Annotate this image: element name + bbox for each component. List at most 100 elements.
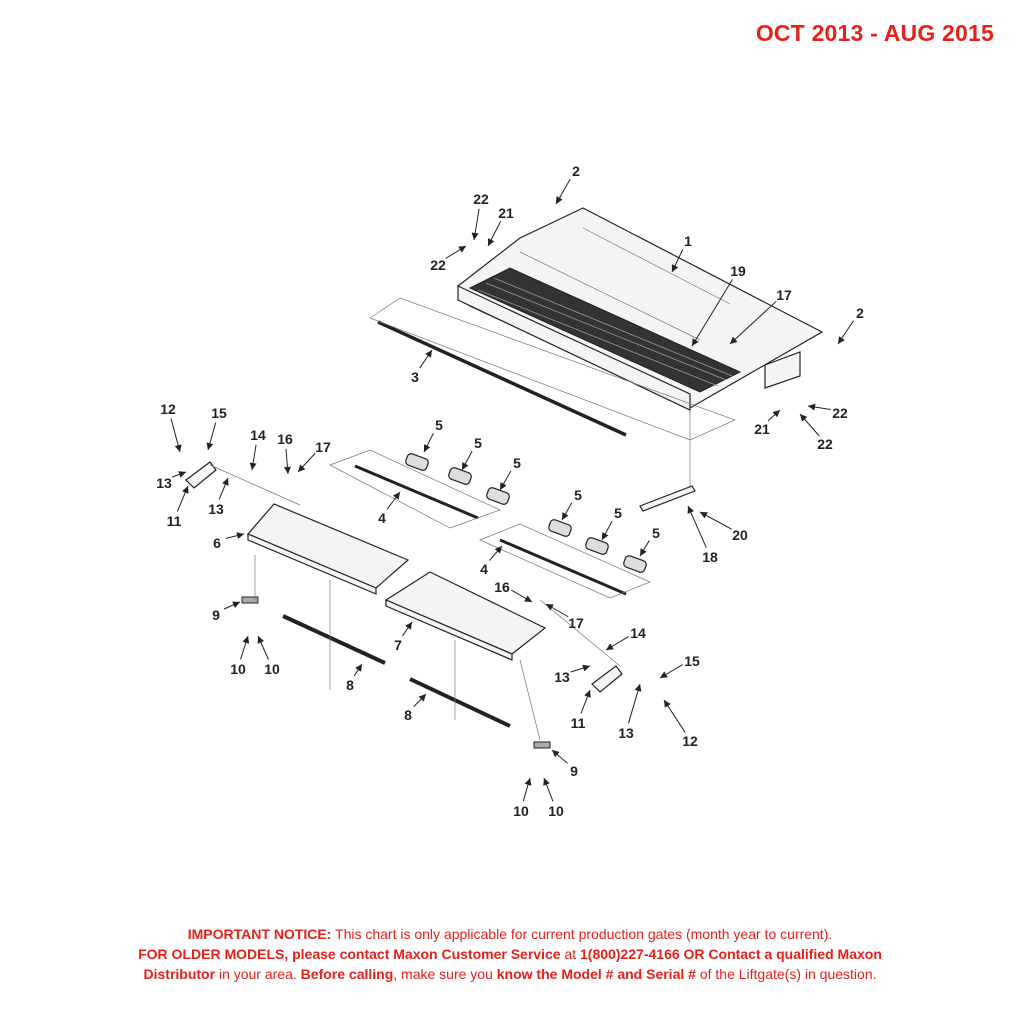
notice-line-3: Distributor in your area. Before calling… [0,964,1020,984]
flipover-left [247,503,410,595]
callout-arrowhead [174,444,182,452]
callout-5: 5 [601,505,622,541]
callout-number: 17 [568,615,584,631]
callout-11: 11 [571,689,591,731]
callout-number: 5 [652,525,660,541]
callout-17: 17 [545,603,584,631]
callout-arrowhead [838,336,845,344]
callout-arrowhead [500,482,507,490]
callout-9: 9 [212,601,241,623]
callout-arrowhead [700,512,708,519]
callout-16: 16 [277,431,293,475]
callout-4: 4 [480,545,503,577]
callout-arrowhead [462,462,469,470]
callout-number: 8 [404,707,412,723]
callout-arrowhead [584,690,591,698]
callout-arrowhead [488,238,495,246]
main-platform [457,207,824,411]
callout-number: 14 [250,427,266,443]
callout-number: 16 [494,579,510,595]
callout-arrowhead [687,506,695,514]
callout-arrowhead [772,410,780,418]
callout-number: 20 [732,527,748,543]
callout-2: 2 [837,305,864,345]
callout-number: 1 [684,233,692,249]
callout-arrowhead [236,532,244,540]
callout-number: 22 [817,436,833,452]
callout-11: 11 [167,485,189,529]
callout-number: 13 [156,475,172,491]
notice-before-calling: Before calling [300,966,394,982]
callout-number: 21 [754,421,770,437]
callout-13: 13 [156,471,187,491]
callout-arrowhead [546,604,554,611]
callout-number: 17 [776,287,792,303]
callout-arrowhead [543,778,550,786]
notice-text-2a: at [560,946,581,962]
callout-number: 5 [614,505,622,521]
callout-arrowhead [606,643,614,650]
callout-arrowhead [556,196,563,204]
notice-line-1: IMPORTANT NOTICE: This chart is only app… [0,924,1020,944]
callout-number: 11 [571,715,586,731]
callout-number: 10 [230,661,246,677]
callout-number: 14 [630,625,646,641]
callout-number: 21 [498,205,514,221]
callout-arrowhead [242,636,250,644]
callout-5: 5 [639,525,660,557]
callout-arrowhead [355,664,362,672]
callout-arrowhead [800,414,808,422]
callout-15: 15 [659,653,700,679]
callout-10: 10 [257,635,280,677]
callout-number: 17 [315,439,331,455]
callout-number: 5 [574,487,582,503]
callout-arrowhead [232,601,240,609]
callout-arrowhead [640,548,647,556]
callout-number: 6 [213,535,221,551]
callout-number: 5 [435,417,443,433]
callout-number: 22 [832,405,848,421]
callout-14: 14 [605,625,646,651]
plate-left [241,596,259,604]
callout-number: 10 [264,661,280,677]
callout-16: 16 [494,579,533,603]
callout-number: 10 [548,803,564,819]
callout-number: 16 [277,431,293,447]
callout-9: 9 [551,749,578,779]
callout-number: 11 [167,513,182,529]
callout-12: 12 [160,401,182,453]
callout-4: 4 [378,491,401,526]
callout-arrowhead [582,664,590,672]
callout-arrowhead [692,338,699,346]
callout-17: 17 [297,439,331,473]
callout-22: 22 [799,413,833,452]
callout-leader [729,300,777,345]
callout-number: 13 [618,725,634,741]
callout-arrowhead [808,403,816,411]
strip-part [639,485,696,512]
callout-arrowhead [458,246,466,253]
bushing-parts [405,453,647,573]
callout-22: 22 [471,191,489,241]
callout-number: 7 [394,637,402,653]
callout-3: 3 [411,349,433,385]
callout-number: 15 [211,405,227,421]
callout-number: 3 [411,369,419,385]
callout-20: 20 [699,511,748,543]
callout-number: 10 [513,803,529,819]
callout-number: 9 [212,607,220,623]
notice-text-3a: in your area. [215,966,301,982]
callout-arrowhead [249,462,257,470]
callout-19: 19 [691,263,746,347]
callout-arrowhead [418,694,426,702]
callout-number: 12 [160,401,176,417]
callout-6: 6 [213,532,245,551]
callout-arrowhead [552,750,560,758]
callout-number: 13 [208,501,224,517]
callout-10: 10 [230,635,250,677]
callout-12: 12 [663,699,698,749]
callout-number: 2 [572,163,580,179]
callout-arrowhead [562,512,569,520]
notice-text-3c: of the Liftgate(s) in question. [695,966,877,982]
